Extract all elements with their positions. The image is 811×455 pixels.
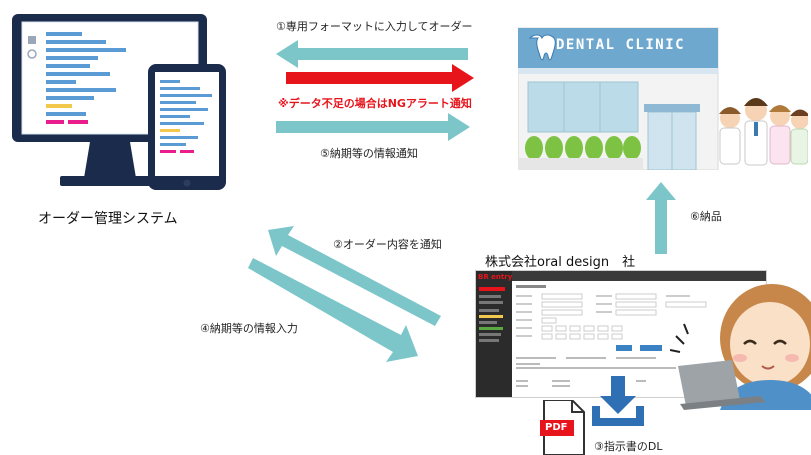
monitor-tablet-icon — [12, 14, 226, 190]
app-screenshot: BR entry — [475, 270, 767, 398]
sidebar-menu-placeholder — [479, 287, 509, 387]
pdf-document-icon — [540, 400, 586, 455]
system-title: オーダー管理システム — [38, 211, 178, 227]
app-logo: BR entry — [478, 273, 513, 281]
step1-label: ①専用フォーマットに入力してオーダー — [276, 20, 473, 33]
clinic-sign: DENTAL CLINIC — [556, 37, 686, 53]
app-header-bar — [512, 271, 766, 281]
step2-label: ②オーダー内容を通知 — [333, 238, 442, 251]
ng-alert-arrow — [286, 63, 474, 93]
step3-label: ③指示書のDL — [594, 440, 663, 453]
order-content-arrow — [268, 226, 443, 328]
step6-label: ⑥納品 — [690, 210, 722, 223]
order-system-illustration — [10, 8, 230, 193]
clinic-building-icon — [518, 27, 808, 170]
company-name: 株式会社oral design 社 — [485, 255, 636, 270]
step4-label: ④納期等の情報入力 — [200, 322, 298, 335]
pdf-label: PDF — [545, 422, 568, 433]
dental-clinic-illustration — [518, 20, 808, 170]
step5-label: ⑤納期等の情報通知 — [320, 147, 418, 160]
download-icon — [590, 376, 646, 428]
order-arrow-left — [276, 38, 470, 70]
ng-alert-label: ※データ不足の場合はNGアラート通知 — [278, 97, 472, 110]
app-sidebar: BR entry — [476, 271, 512, 397]
delivery-info-arrow — [248, 258, 420, 362]
operator-illustration — [670, 280, 811, 410]
delivery-arrow-up — [646, 182, 676, 254]
info-notify-arrow — [276, 112, 470, 142]
app-content-placeholder — [516, 285, 766, 395]
woman-laptop-icon — [670, 284, 811, 410]
